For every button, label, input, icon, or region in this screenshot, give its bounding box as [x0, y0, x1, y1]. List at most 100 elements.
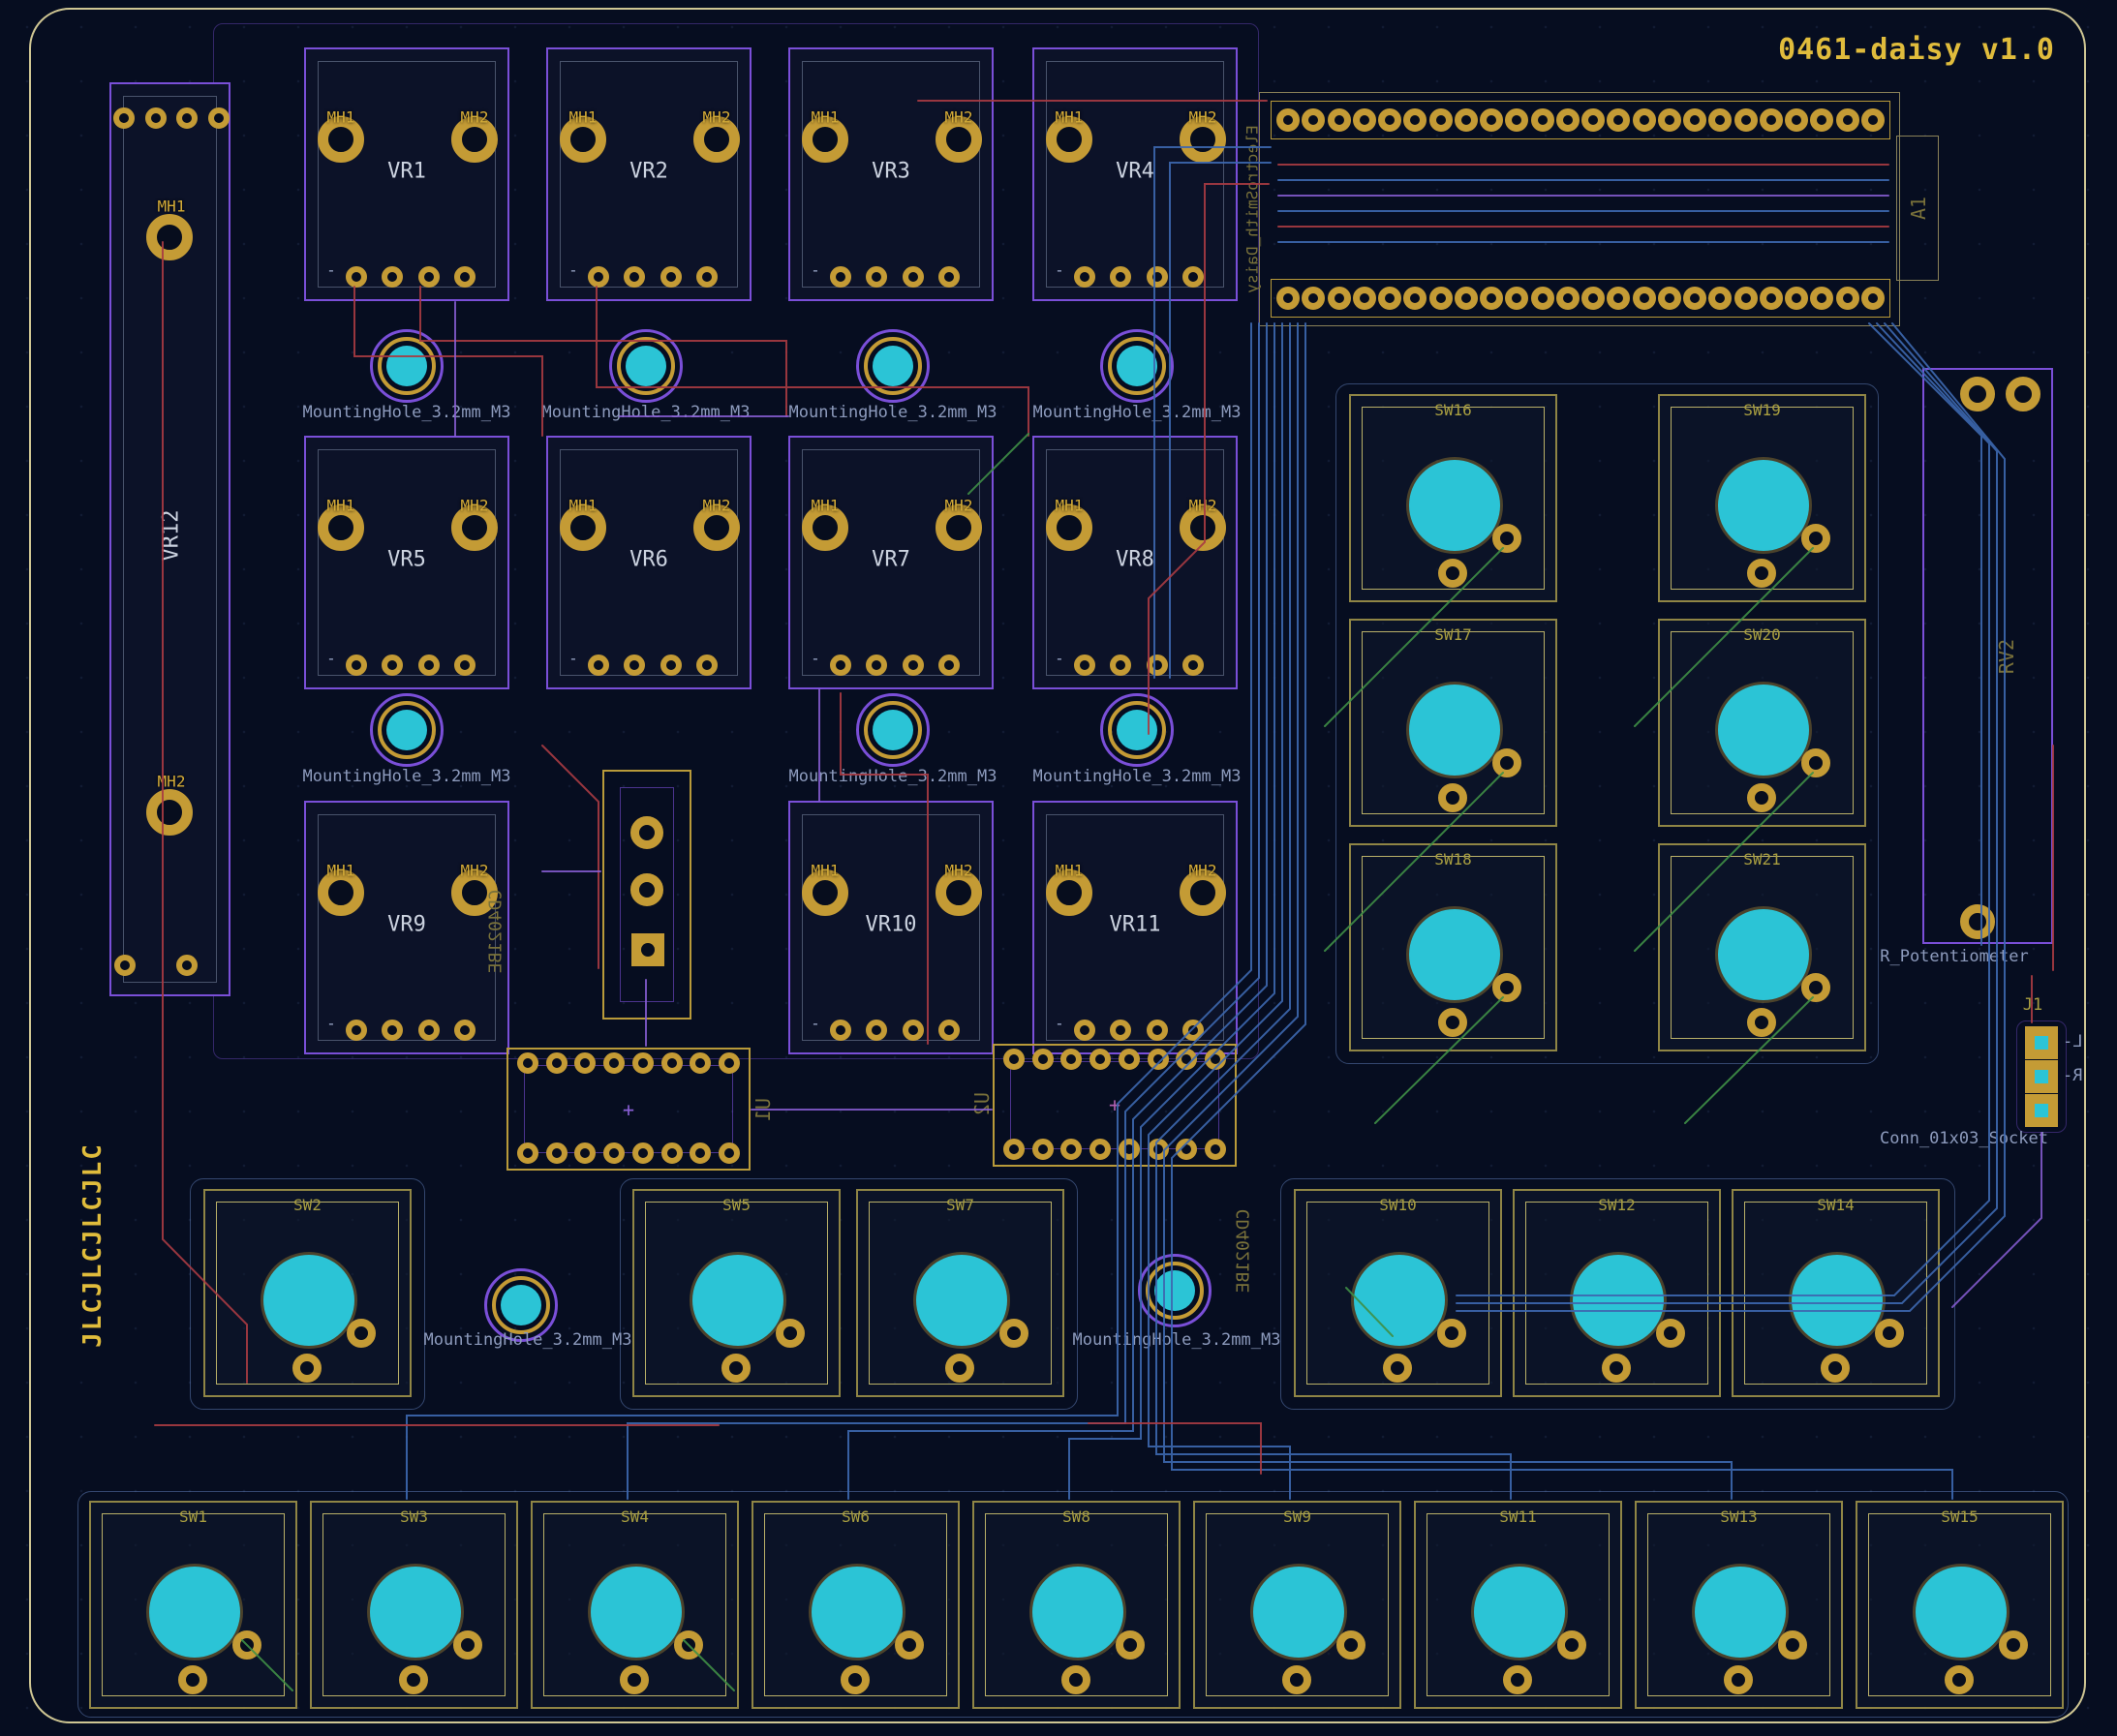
spad — [144, 107, 167, 129]
mounting-hole-label: MountingHole_3.2mm_M3 — [541, 403, 751, 422]
footprint-vr3[interactable]: MH1 MH2 VR3 - — [788, 47, 994, 301]
footprint-sw15[interactable]: SW15 — [1856, 1501, 2064, 1709]
pot-ref: VR12 — [159, 509, 184, 562]
footprint-vr8[interactable]: MH1 MH2 VR8 - — [1032, 436, 1238, 689]
pad-label-mh1: MH1 — [1055, 861, 1084, 880]
upad — [690, 1142, 712, 1164]
footprint-sw18[interactable]: SW18 — [1349, 843, 1557, 1051]
switch-pad-2 — [1747, 559, 1776, 588]
switch-hole — [812, 1567, 903, 1658]
pot-pad-mh1 — [318, 116, 364, 163]
switch-ref: SW11 — [1499, 1508, 1537, 1526]
footprint-mounting-hole[interactable] — [609, 329, 683, 403]
footprint-vr5[interactable]: MH1 MH2 VR5 - — [304, 436, 509, 689]
hpad — [1403, 108, 1427, 132]
hpad — [1708, 108, 1733, 132]
footprint-sw21[interactable]: SW21 — [1658, 843, 1866, 1051]
j1-pin-label-r: R- — [2063, 1066, 2083, 1085]
spad — [830, 655, 851, 676]
footprint-sw14[interactable]: SW14 — [1732, 1189, 1940, 1397]
footprint-rv2[interactable] — [1922, 368, 2053, 944]
hpad — [1327, 108, 1351, 132]
hpad — [1607, 287, 1631, 310]
switch-pad-2 — [1747, 1008, 1776, 1037]
j1-ref: J1 — [2022, 995, 2043, 1015]
j1-pads[interactable] — [2025, 1026, 2058, 1127]
footprint-sw17[interactable]: SW17 — [1349, 619, 1557, 827]
footprint-vr1[interactable]: MH1 MH2 VR1 - — [304, 47, 509, 301]
switch-ref: SW16 — [1434, 401, 1472, 419]
footprint-vr11[interactable]: MH1 MH2 VR11 - — [1032, 801, 1238, 1054]
footprint-sw5[interactable]: SW5 — [632, 1189, 841, 1397]
mounting-hole-label: MountingHole_3.2mm_M3 — [788, 767, 997, 786]
header-row-outline-top — [1271, 101, 1890, 139]
hpad — [1352, 287, 1376, 310]
fab-house-silk-text: JLCJLCJLCJLC — [78, 1142, 107, 1348]
spad — [417, 1020, 440, 1041]
footprint-sw7[interactable]: SW7 — [856, 1189, 1064, 1397]
footprint-mounting-hole[interactable] — [856, 693, 930, 767]
footprint-mounting-hole[interactable] — [1138, 1254, 1212, 1327]
footprint-sw8[interactable]: SW8 — [972, 1501, 1181, 1709]
switch-ref: SW2 — [293, 1196, 322, 1214]
footprint-sw4[interactable]: SW4 — [531, 1501, 739, 1709]
pot-ref: VR8 — [1116, 547, 1154, 572]
spad — [830, 1020, 851, 1041]
upad — [1176, 1049, 1198, 1070]
spad — [1181, 655, 1204, 676]
pad-label-mh2: MH2 — [460, 496, 489, 515]
hpad — [1378, 287, 1401, 310]
footprint-vr2[interactable]: MH1 MH2 VR2 - — [546, 47, 752, 301]
footprint-mounting-hole[interactable] — [1100, 329, 1174, 403]
switch-ref: SW6 — [842, 1508, 870, 1526]
footprint-sw19[interactable]: SW19 — [1658, 394, 1866, 602]
switch-pad-1 — [1656, 1319, 1685, 1348]
footprint-mounting-hole[interactable] — [370, 329, 444, 403]
upad — [517, 1052, 538, 1074]
footprint-vr10[interactable]: MH1 MH2 VR10 - — [788, 801, 994, 1054]
footprint-vr7[interactable]: MH1 MH2 VR7 - — [788, 436, 994, 689]
footprint-vr12[interactable]: MH1 MH2 VR12 — [109, 82, 230, 996]
footprint-sw20[interactable]: SW20 — [1658, 619, 1866, 827]
upad — [660, 1142, 683, 1164]
spad — [902, 655, 924, 676]
footprint-sw16[interactable]: SW16 — [1349, 394, 1557, 602]
footprint-sw3[interactable]: SW3 — [310, 1501, 518, 1709]
upad — [1003, 1049, 1025, 1070]
spad — [1110, 655, 1132, 676]
pot-pad-mh2 — [936, 116, 982, 163]
pad-label-mh1: MH1 — [568, 496, 598, 515]
pad-label-mh1: MH1 — [811, 496, 840, 515]
footprint-vr9[interactable]: MH1 MH2 VR9 - — [304, 801, 509, 1054]
footprint-sw2[interactable]: SW2 — [203, 1189, 412, 1397]
hpad — [1581, 287, 1605, 310]
pot-minus-mark: - — [1055, 649, 1064, 668]
footprint-sw6[interactable]: SW6 — [752, 1501, 960, 1709]
footprint-mounting-hole[interactable] — [1100, 693, 1174, 767]
footprint-sw13[interactable]: SW13 — [1635, 1501, 1843, 1709]
footprint-sw12[interactable]: SW12 — [1513, 1189, 1721, 1397]
footprint-sw9[interactable]: SW9 — [1193, 1501, 1401, 1709]
footprint-aux-connector[interactable] — [602, 770, 691, 1020]
u2-ref: U2 — [970, 1091, 994, 1116]
footprint-mounting-hole[interactable] — [370, 693, 444, 767]
spad — [1146, 266, 1168, 288]
mounting-hole-label: MountingHole_3.2mm_M3 — [788, 403, 997, 422]
pot-minus-mark: - — [326, 1014, 336, 1033]
footprint-sw1[interactable]: SW1 — [89, 1501, 297, 1709]
footprint-mounting-hole[interactable] — [856, 329, 930, 403]
footprint-vr6[interactable]: MH1 MH2 VR6 - — [546, 436, 752, 689]
pot-terminal-pads — [830, 266, 960, 288]
footprint-sw10[interactable]: SW10 — [1294, 1189, 1502, 1397]
hpad — [1302, 287, 1326, 310]
hpad — [1530, 108, 1554, 132]
rv2-pad — [1960, 904, 1995, 939]
switch-hole — [1792, 1255, 1883, 1346]
upad — [603, 1142, 626, 1164]
switch-hole — [1718, 460, 1809, 551]
footprint-sw11[interactable]: SW11 — [1414, 1501, 1622, 1709]
footprint-vr4[interactable]: MH1 MH2 VR4 - — [1032, 47, 1238, 301]
upad — [574, 1052, 597, 1074]
upad — [1060, 1049, 1083, 1070]
